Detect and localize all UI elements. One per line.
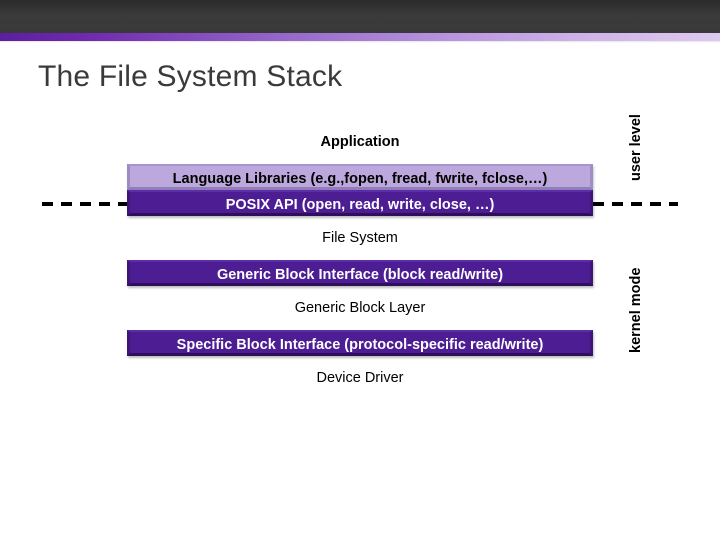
banner-drop-shadow bbox=[0, 41, 720, 43]
region-label-kernel-mode: kernel mode bbox=[628, 267, 644, 353]
stack-bar-posix-api: POSIX API (open, read, write, close, …) bbox=[127, 190, 593, 216]
stack-row-application: Application bbox=[320, 134, 400, 150]
page-title: The File System Stack bbox=[38, 60, 343, 93]
region-label-user-level: user level bbox=[628, 114, 644, 182]
file-system-stack-diagram: Application Language Libraries (e.g.,fop… bbox=[42, 120, 678, 400]
stack-bar-generic-block-interface: Generic Block Interface (block read/writ… bbox=[127, 260, 593, 286]
boundary-dashed-line-left bbox=[42, 202, 127, 206]
stack-row-device-driver: Device Driver bbox=[316, 370, 404, 386]
user-kernel-boundary-row: POSIX API (open, read, write, close, …) bbox=[42, 190, 678, 216]
banner-purple-gradient-strip bbox=[0, 33, 720, 41]
stack-row-generic-block-layer: Generic Block Layer bbox=[294, 300, 426, 316]
stack-row-file-system: File System bbox=[322, 230, 398, 246]
stack-bar-specific-block-interface: Specific Block Interface (protocol-speci… bbox=[127, 330, 593, 356]
stack-bar-language-libraries: Language Libraries (e.g.,fopen, fread, f… bbox=[127, 164, 593, 190]
banner-dark-strip bbox=[0, 0, 720, 33]
boundary-dashed-line-right bbox=[593, 202, 678, 206]
slide-header-banner bbox=[0, 0, 720, 41]
